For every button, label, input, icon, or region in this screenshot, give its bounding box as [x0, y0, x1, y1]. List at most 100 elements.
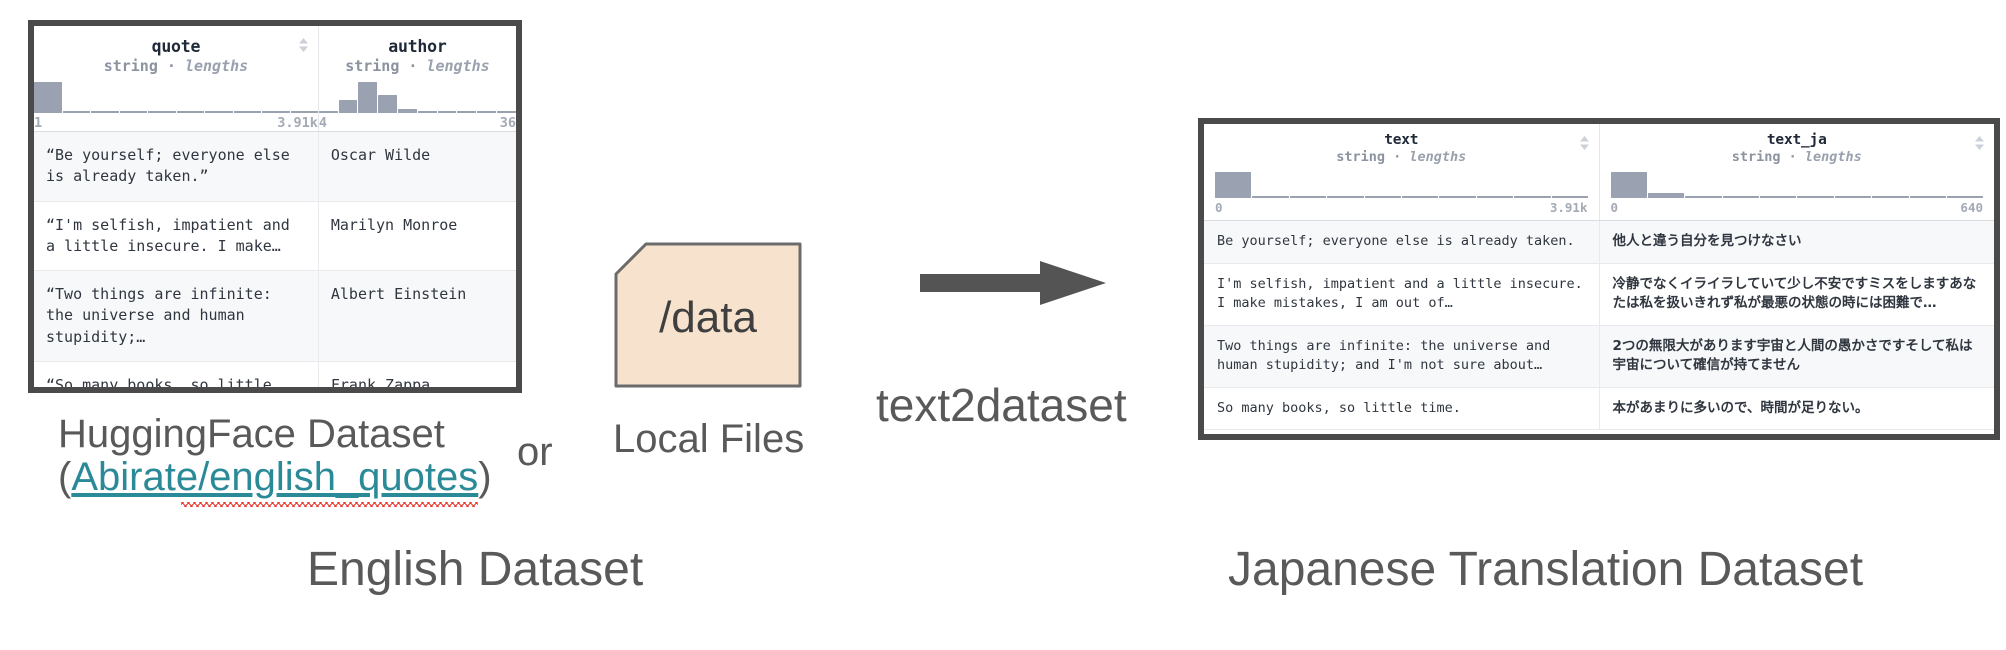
sort-toggle-icon[interactable] — [1579, 135, 1590, 151]
japanese-dataset-caption: Japanese Translation Dataset — [1228, 543, 1864, 596]
column-type: string · lengths — [103, 57, 249, 75]
table-inner: quote string · lengths 1 3.91k — [34, 26, 516, 387]
cell-text-ja: 他人と違う自分を見つけなさい — [1599, 220, 1994, 264]
cell-quote: “Two things are infinite: the universe a… — [34, 270, 319, 363]
histogram-bar — [290, 111, 318, 113]
cell-text-ja: 2つの無限大があります宇宙と人間の愚かさですそして私は宇宙について確信が持てませ… — [1599, 325, 1994, 388]
table-inner: text string · lengths 0 3.91k t — [1204, 124, 1994, 434]
cell-author: Albert Einstein — [318, 270, 516, 363]
histogram-bar — [148, 111, 176, 113]
english-dataset-caption: English Dataset — [307, 543, 644, 596]
histogram-bar — [1872, 196, 1909, 198]
column-type-base: string — [103, 57, 158, 75]
histogram-bar — [233, 111, 261, 113]
histogram-bar — [1797, 196, 1834, 198]
histogram-axis: 0 640 — [1611, 200, 1984, 215]
column-name: quote — [151, 37, 201, 56]
histogram-bar — [1947, 196, 1984, 198]
histogram-min: 0 — [1610, 200, 1619, 215]
local-files-label: Local Files — [613, 417, 805, 461]
table-row[interactable]: Two things are infinite: the universe an… — [1204, 325, 1994, 388]
column-type-detail: lengths — [426, 57, 490, 75]
table-row[interactable]: “I'm selfish, impatient and a little ins… — [34, 201, 516, 272]
histogram-bar — [1401, 196, 1439, 198]
column-header-quote[interactable]: quote string · lengths 1 3.91k — [34, 26, 319, 132]
histogram-min: 4 — [318, 115, 328, 131]
histogram-bar — [119, 111, 147, 113]
histogram-bar — [1289, 196, 1327, 198]
histogram-bar — [1610, 172, 1647, 198]
table-row[interactable]: “So many books, so little time.” Frank Z… — [34, 361, 516, 387]
table-header: text string · lengths 0 3.91k t — [1204, 124, 1994, 221]
column-type: string · lengths — [1336, 149, 1467, 165]
column-histogram — [34, 82, 318, 113]
huggingface-dataset-preview-table: quote string · lengths 1 3.91k — [28, 20, 522, 393]
histogram-max: 3.91k — [277, 115, 318, 131]
column-histogram — [1215, 172, 1588, 198]
file-shape-path — [614, 242, 802, 388]
histogram-max: 3.91k — [1549, 200, 1588, 215]
paren-open: ( — [58, 455, 72, 499]
cell-text-ja: 本があまりに多いので、時間が足りない。 — [1599, 387, 1994, 431]
histogram-bar — [91, 111, 119, 113]
table-row[interactable]: I'm selfish, impatient and a little inse… — [1204, 263, 1994, 326]
histogram-axis: 1 3.91k — [34, 115, 318, 131]
histogram-bar — [477, 111, 497, 113]
huggingface-dataset-label: HuggingFace Dataset — [58, 412, 445, 456]
histogram-bar — [1327, 196, 1364, 198]
column-name: text_ja — [1766, 132, 1827, 148]
cell-text: I'm selfish, impatient and a little inse… — [1204, 263, 1600, 326]
cell-quote: “I'm selfish, impatient and a little ins… — [34, 201, 319, 272]
column-header-text-ja[interactable]: text_ja string · lengths 0 640 — [1599, 124, 1994, 221]
table-row[interactable]: “Be yourself; everyone else is already t… — [34, 131, 516, 202]
table-row[interactable]: Be yourself; everyone else is already ta… — [1204, 220, 1994, 264]
column-type: string · lengths — [1731, 149, 1862, 165]
column-type-detail: lengths — [184, 57, 249, 75]
histogram-min: 1 — [34, 115, 43, 131]
histogram-bar — [1760, 196, 1797, 198]
dataset-link[interactable]: Abirate/english_quotes — [71, 455, 479, 507]
cell-author: Frank Zappa — [318, 361, 516, 387]
sort-toggle-icon[interactable] — [298, 37, 309, 53]
column-histogram — [1610, 172, 1984, 198]
histogram-bar — [1834, 196, 1872, 198]
huggingface-dataset-id-line: (Abirate/english_quotes) — [58, 455, 492, 507]
local-files-file-icon: /data — [612, 238, 804, 390]
cell-author: Oscar Wilde — [318, 131, 516, 202]
histogram-bar — [62, 111, 90, 113]
table-row[interactable]: “Two things are infinite: the universe a… — [34, 270, 516, 363]
paren-close: ) — [478, 455, 492, 499]
column-type-base: string — [1336, 149, 1385, 165]
japanese-translation-dataset-preview-table: text string · lengths 0 3.91k t — [1198, 118, 2000, 440]
histogram-bar — [205, 111, 233, 113]
histogram-bar — [417, 111, 437, 113]
histogram-bar — [1685, 196, 1722, 198]
arrow-icon — [920, 261, 1106, 305]
histogram-bar — [398, 109, 417, 113]
table-row[interactable]: So many books, so little time. 本があまりに多いの… — [1204, 387, 1994, 431]
histogram-bar — [1252, 196, 1289, 198]
histogram-bar — [437, 111, 457, 113]
histogram-bar — [338, 100, 358, 113]
histogram-bar — [262, 111, 290, 113]
column-type-base: string — [345, 57, 400, 75]
column-header-text[interactable]: text string · lengths 0 3.91k — [1204, 124, 1600, 221]
histogram-axis: 0 3.91k — [1215, 200, 1588, 215]
column-type-base: string — [1731, 149, 1781, 165]
histogram-max: 36 — [499, 115, 516, 131]
histogram-bar — [378, 95, 398, 113]
histogram-bar — [1722, 196, 1760, 198]
column-type-detail: lengths — [1409, 149, 1467, 165]
cell-quote: “So many books, so little time.” — [34, 361, 319, 387]
column-header-author[interactable]: author string · lengths 4 36 — [318, 26, 516, 132]
column-name: author — [388, 37, 447, 56]
sort-toggle-icon[interactable] — [1974, 135, 1985, 151]
column-histogram — [318, 82, 516, 113]
histogram-bar — [1476, 196, 1514, 198]
transform-arrow — [920, 255, 1110, 311]
histogram-bar — [34, 82, 62, 113]
histogram-bar — [497, 111, 516, 113]
table-header: quote string · lengths 1 3.91k — [34, 26, 516, 132]
table-body: Be yourself; everyone else is already ta… — [1204, 220, 1994, 431]
cell-text-ja: 冷静でなくイライラしていて少し不安ですミスをしますあなたは私を扱いきれず私が最悪… — [1599, 263, 1994, 326]
